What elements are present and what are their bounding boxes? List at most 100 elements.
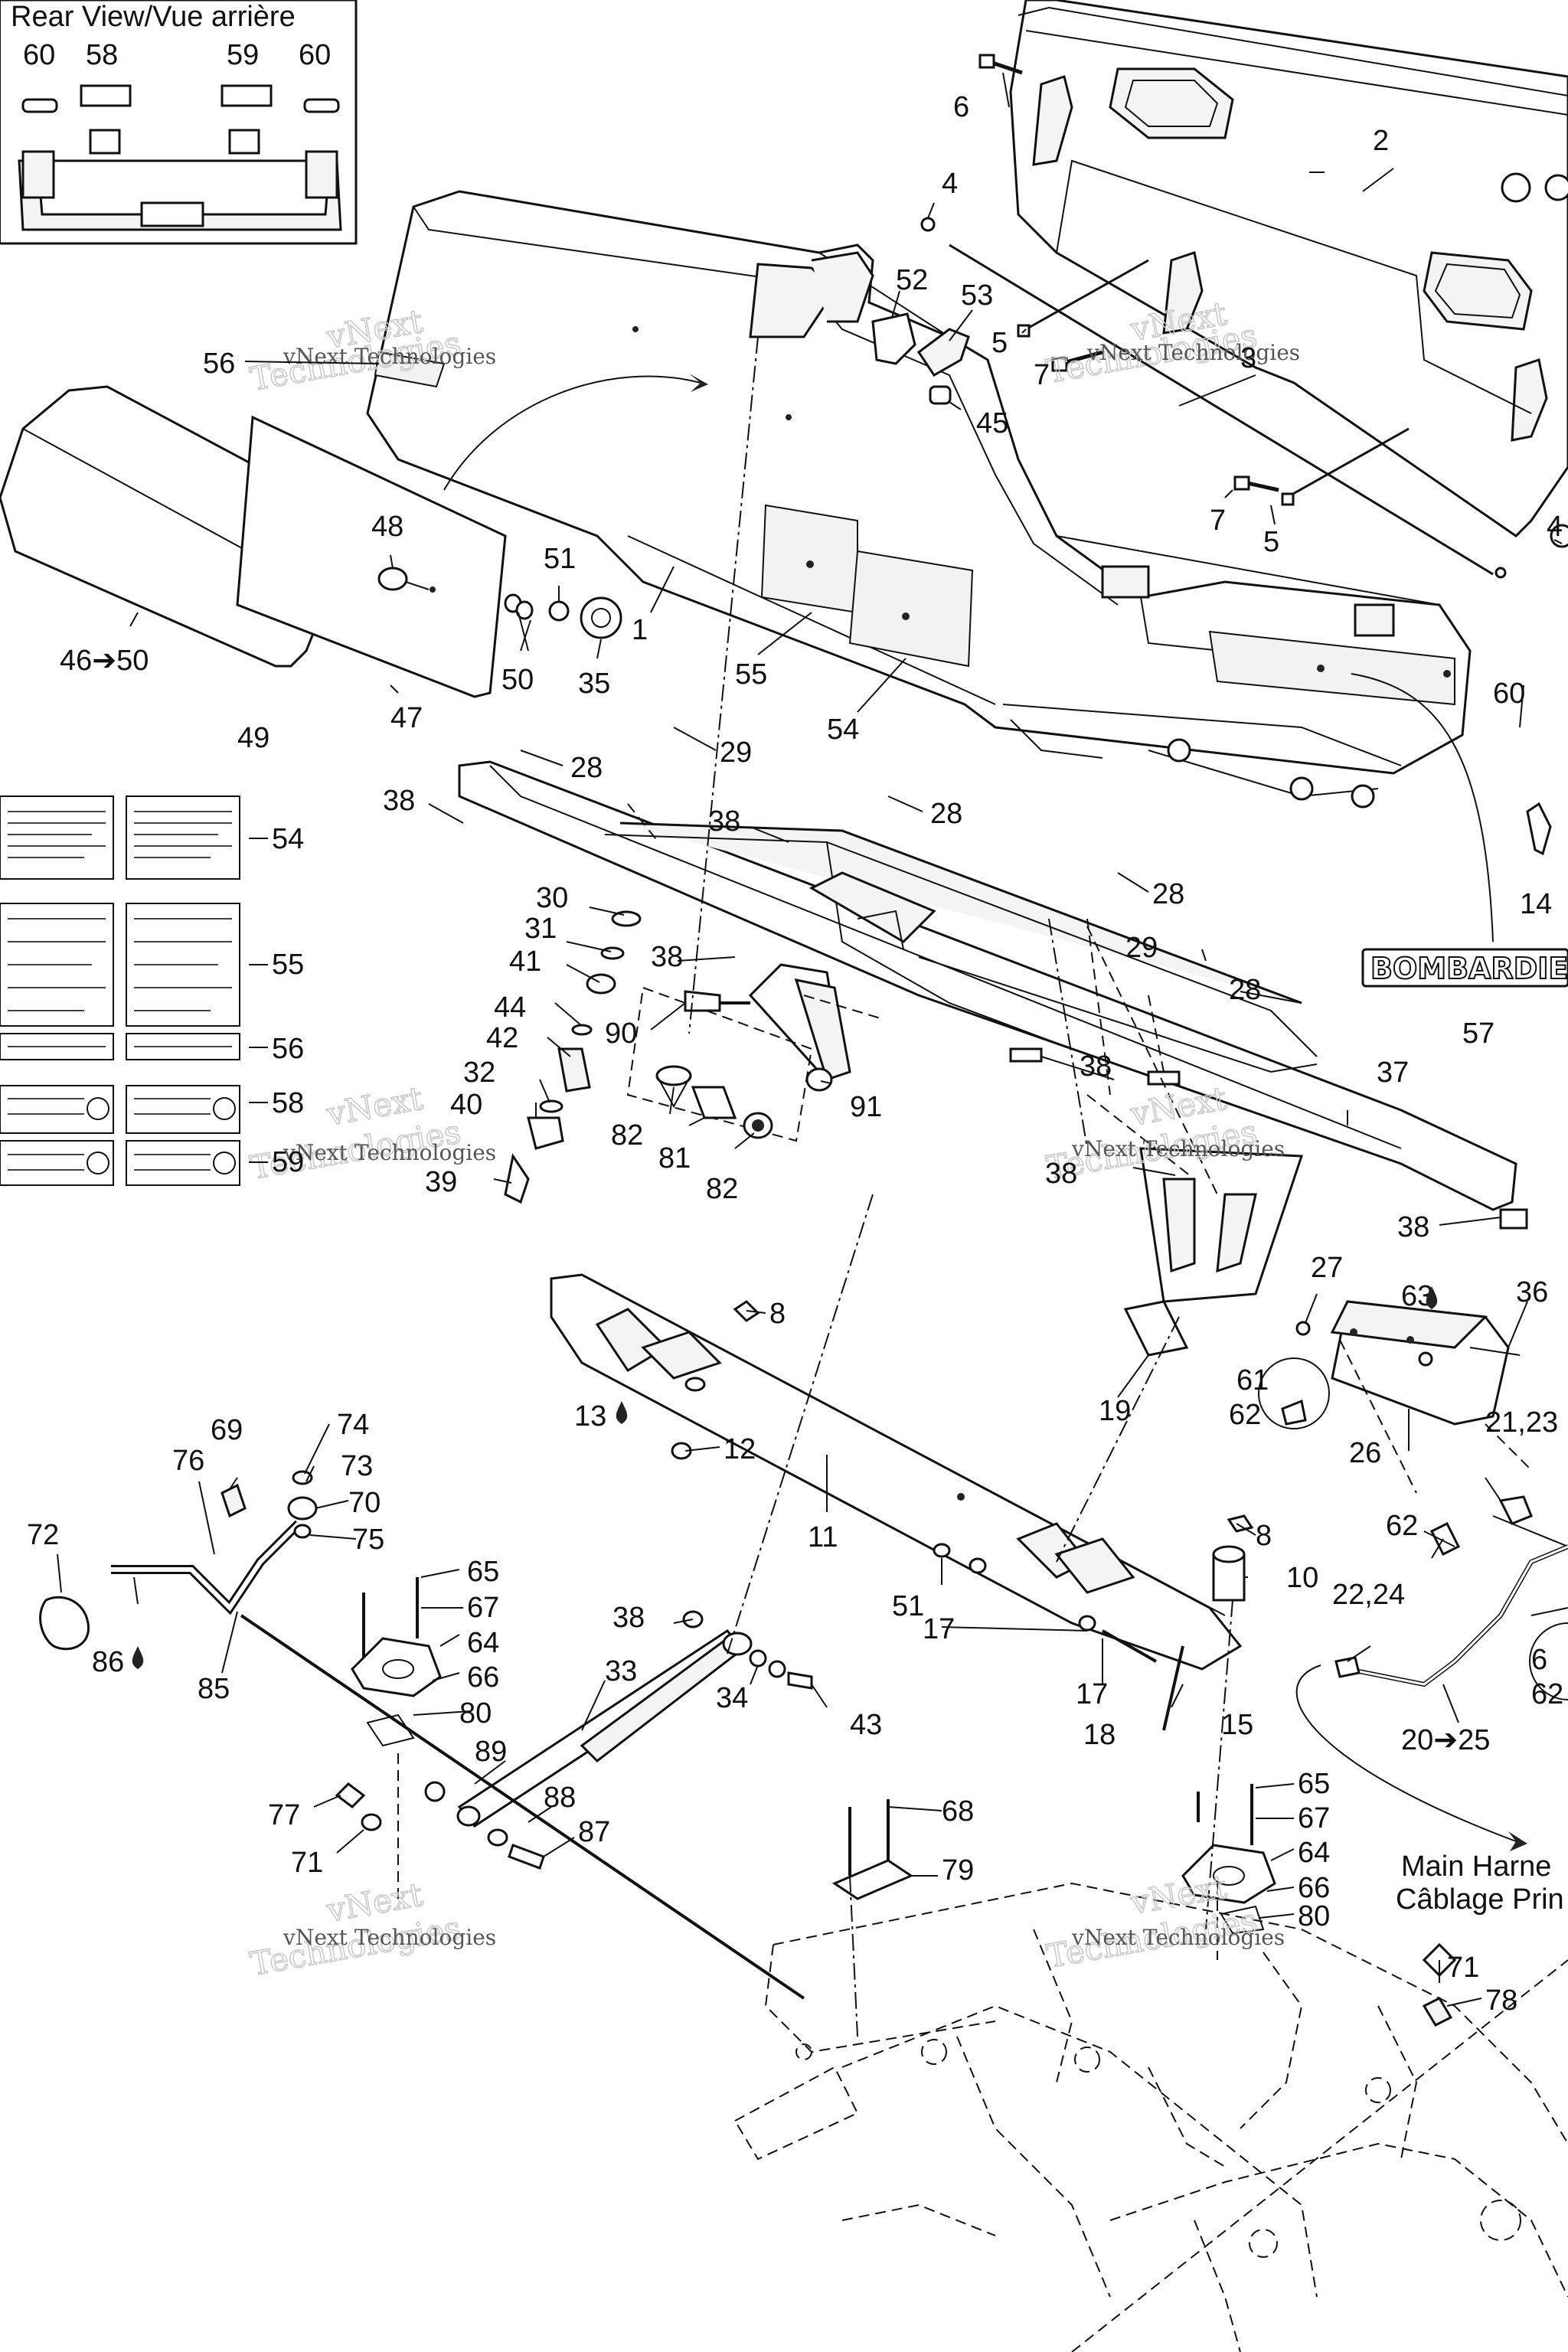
callout-28-c: 28 bbox=[1152, 878, 1184, 910]
callout-62-cut: 62 bbox=[1531, 1678, 1563, 1710]
inset-callout-58: 58 bbox=[86, 39, 118, 71]
decal-60-left-inset bbox=[21, 98, 58, 113]
callout-55-sheet: 55 bbox=[272, 949, 304, 981]
inset-callout-59: 59 bbox=[227, 39, 259, 71]
callout-67-b: 67 bbox=[1298, 1802, 1330, 1834]
decal-58-inset bbox=[80, 84, 132, 107]
callout-70: 70 bbox=[348, 1487, 381, 1519]
callout-15: 15 bbox=[1221, 1709, 1253, 1741]
knob-48 bbox=[377, 567, 408, 591]
callout-77: 77 bbox=[268, 1799, 300, 1831]
callout-8-bottom: 8 bbox=[1256, 1520, 1272, 1552]
callout-59-sheet: 59 bbox=[272, 1146, 304, 1178]
callout-1: 1 bbox=[632, 614, 648, 646]
hook-14 bbox=[1526, 802, 1552, 856]
callout-82-a: 82 bbox=[611, 1119, 643, 1152]
callout-72: 72 bbox=[27, 1519, 59, 1551]
callout-38-c: 38 bbox=[651, 941, 683, 973]
callout-74: 74 bbox=[337, 1409, 369, 1441]
callout-75: 75 bbox=[352, 1524, 384, 1556]
callout-28-a: 28 bbox=[570, 752, 603, 784]
frame-37 bbox=[458, 760, 1517, 1211]
callout-88: 88 bbox=[544, 1782, 576, 1814]
decal-sheets bbox=[0, 795, 240, 1186]
cargo-box bbox=[366, 190, 1472, 808]
callout-40: 40 bbox=[450, 1089, 482, 1121]
control-box bbox=[1258, 1300, 1521, 1429]
callout-69: 69 bbox=[211, 1414, 243, 1446]
callout-28-b: 28 bbox=[930, 798, 962, 830]
callout-50: 50 bbox=[501, 664, 534, 696]
knob-72 bbox=[39, 1596, 90, 1651]
callout-18: 18 bbox=[1083, 1719, 1116, 1751]
bombardier-logo-57: BOMBARDIE bbox=[1361, 948, 1568, 988]
inset-callout-60-left: 60 bbox=[23, 39, 55, 71]
callout-45: 45 bbox=[976, 407, 1008, 439]
drop-icon-63 bbox=[1426, 1286, 1438, 1309]
callout-67-a: 67 bbox=[467, 1592, 499, 1624]
callout-54-sheet: 54 bbox=[272, 823, 304, 855]
callout-87: 87 bbox=[578, 1816, 610, 1848]
callout-71-a: 71 bbox=[291, 1847, 323, 1879]
wire-harness bbox=[1071, 1495, 1568, 2352]
inset-callout-60-right: 60 bbox=[299, 39, 331, 71]
callout-7-mid: 7 bbox=[1210, 505, 1226, 537]
leader-arrows bbox=[443, 374, 1494, 942]
callout-numbers: 2 4 6 52 53 5 3 7 45 7 5 4 1 60 14 57 56… bbox=[27, 91, 1564, 2017]
upper-fasteners bbox=[920, 54, 1568, 856]
callout-14: 14 bbox=[1520, 888, 1552, 920]
callout-3: 3 bbox=[1240, 342, 1256, 374]
cargo-box-body bbox=[366, 190, 1472, 775]
callout-58-sheet: 58 bbox=[272, 1087, 304, 1119]
chassis-frame bbox=[733, 1882, 1568, 2352]
callout-54-box: 54 bbox=[827, 714, 859, 746]
watermarks: vNext Technologies vNext Technologies vN… bbox=[247, 294, 1300, 1984]
callout-76: 76 bbox=[172, 1445, 204, 1477]
callout-68: 68 bbox=[942, 1795, 974, 1828]
callout-55-box: 55 bbox=[735, 658, 767, 691]
drop-icon-86 bbox=[132, 1646, 144, 1669]
bolts-17-18 bbox=[933, 1543, 1157, 1663]
callout-62-a: 62 bbox=[1229, 1399, 1261, 1431]
cross-plate bbox=[550, 1273, 1254, 1671]
callout-62-b: 62 bbox=[1386, 1510, 1418, 1542]
callout-20-25: 20➔25 bbox=[1401, 1724, 1490, 1756]
callout-89: 89 bbox=[475, 1736, 507, 1768]
callout-38-d: 38 bbox=[1080, 1050, 1112, 1083]
callout-21-23: 21,23 bbox=[1485, 1406, 1558, 1439]
watermark-inline-6: vNext Technologies bbox=[1071, 1925, 1285, 1950]
callout-29-b: 29 bbox=[1125, 932, 1158, 964]
callout-73: 73 bbox=[341, 1450, 373, 1482]
spacer-10 bbox=[1162, 1545, 1246, 1731]
callout-49: 49 bbox=[237, 722, 270, 754]
callout-32: 32 bbox=[463, 1057, 495, 1089]
logo-text: BOMBARDIE bbox=[1370, 952, 1568, 985]
callout-36: 36 bbox=[1516, 1276, 1548, 1308]
callout-38-b: 38 bbox=[708, 805, 740, 838]
callout-29-a: 29 bbox=[720, 737, 752, 769]
callout-5-mid: 5 bbox=[1263, 526, 1279, 558]
callout-42: 42 bbox=[486, 1022, 518, 1054]
callout-85: 85 bbox=[198, 1673, 230, 1705]
callout-57: 57 bbox=[1462, 1018, 1494, 1050]
callout-65-b: 65 bbox=[1298, 1768, 1330, 1800]
callout-22-24: 22,24 bbox=[1332, 1579, 1405, 1611]
decal-60-right-inset bbox=[303, 98, 340, 113]
callout-35: 35 bbox=[578, 668, 610, 700]
callout-10: 10 bbox=[1286, 1562, 1318, 1594]
spacer-19 bbox=[1123, 1300, 1189, 1357]
callout-64-a: 64 bbox=[467, 1627, 499, 1659]
callout-86: 86 bbox=[92, 1646, 124, 1678]
decal-55 bbox=[760, 504, 858, 614]
callout-91: 91 bbox=[850, 1091, 882, 1123]
backrest-assembly bbox=[0, 385, 622, 698]
callout-8-top: 8 bbox=[769, 1298, 786, 1330]
callout-56-sheet: 56 bbox=[272, 1033, 304, 1065]
watermark-inline-2: vNext Technologies bbox=[1086, 340, 1300, 365]
callout-79: 79 bbox=[942, 1854, 974, 1886]
callout-39: 39 bbox=[425, 1166, 457, 1198]
harness-note-line2: Câblage Prin bbox=[1396, 1883, 1564, 1916]
callout-leaders bbox=[57, 72, 1568, 2007]
decal-59-inset bbox=[220, 84, 273, 107]
